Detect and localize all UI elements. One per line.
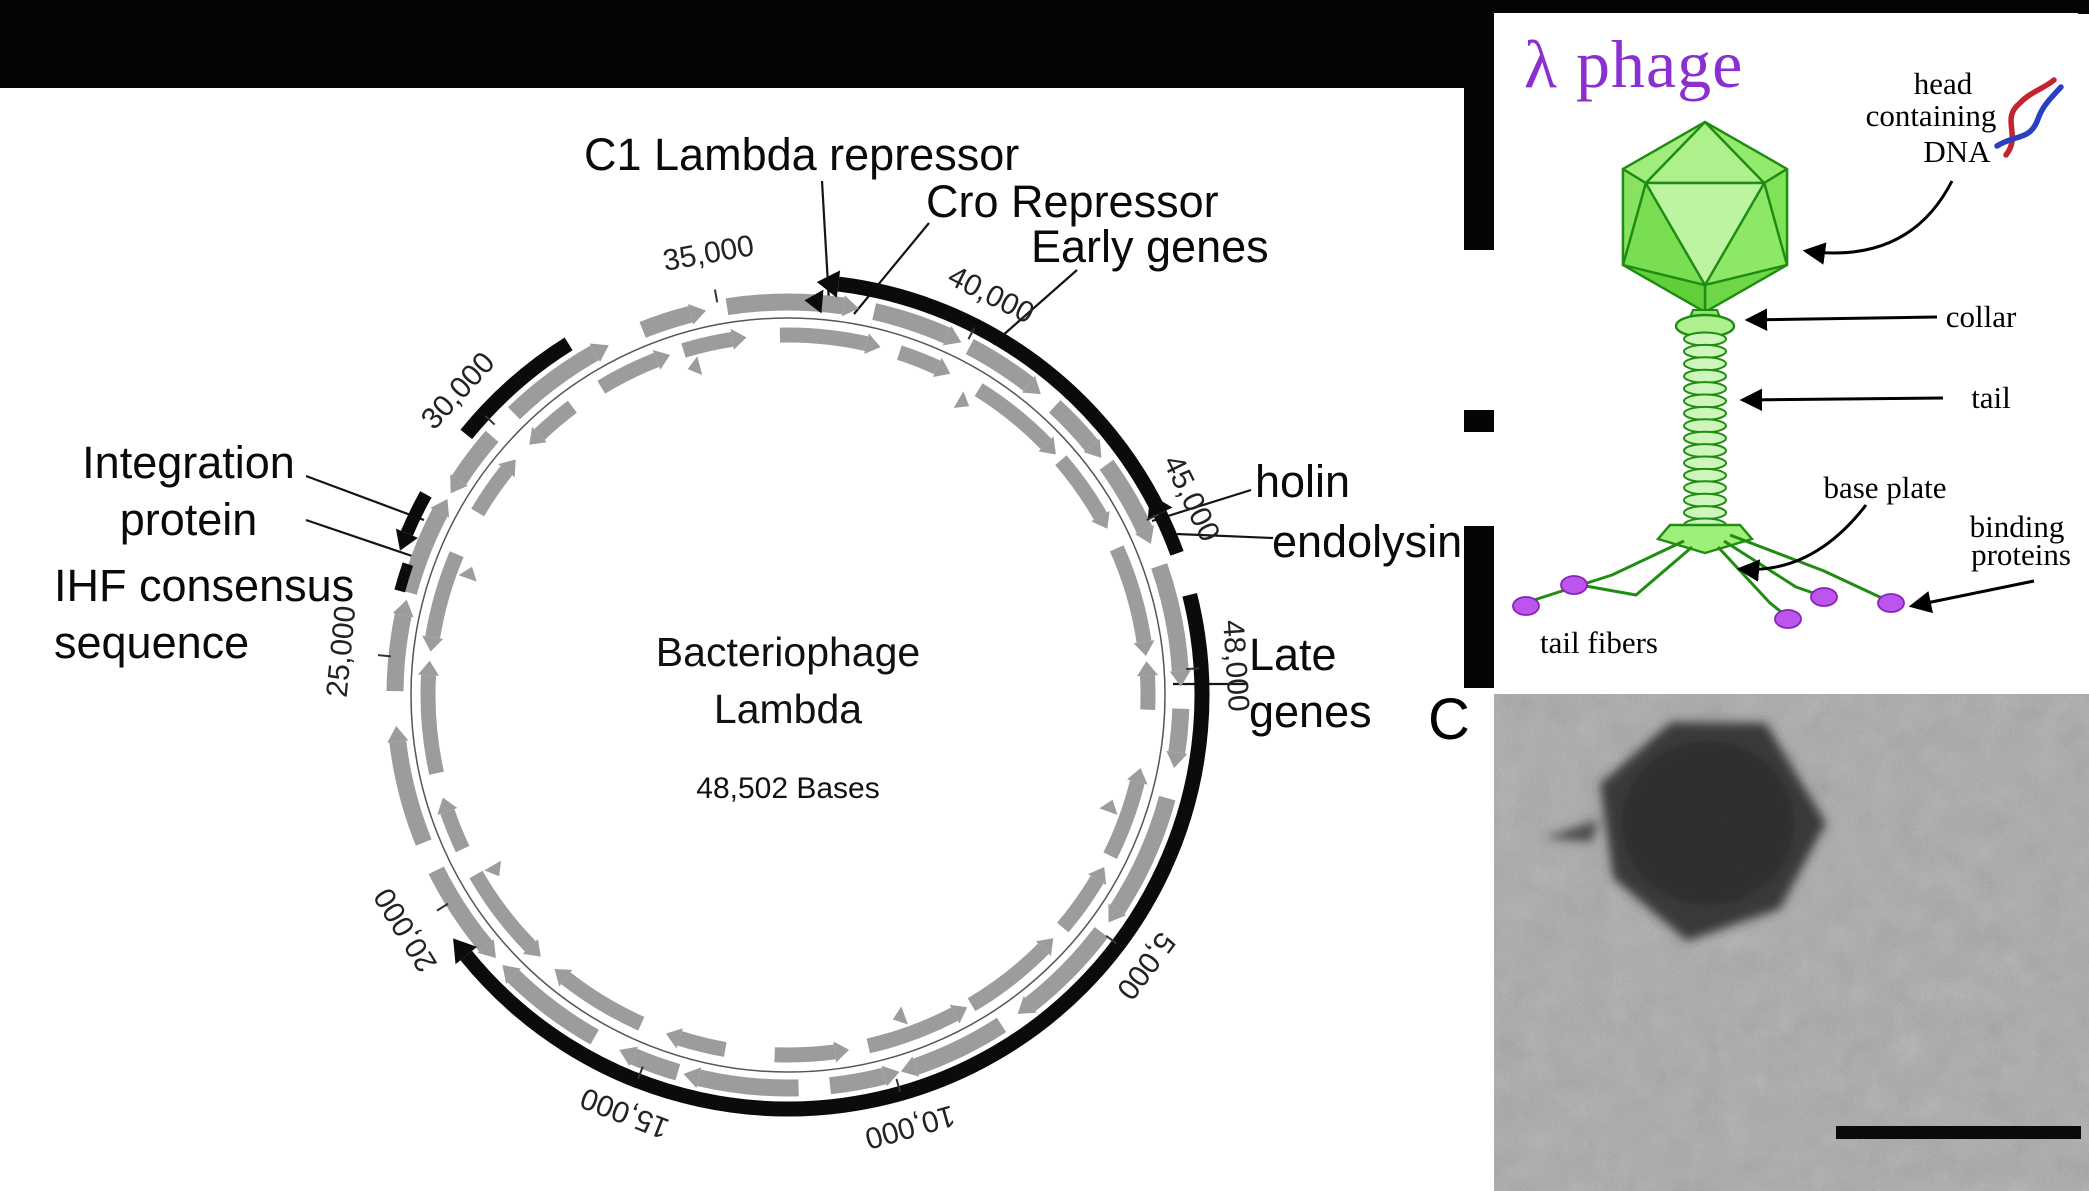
map-center-label: Bacteriophage Lambda 48,502 Bases bbox=[656, 624, 920, 817]
label-c1-lambda-repressor: C1 Lambda repressor bbox=[584, 129, 1020, 180]
base-plate-label: base plate bbox=[1823, 470, 1946, 505]
collar-label: collar bbox=[1946, 299, 2017, 334]
label-late-genes-line1: Late bbox=[1249, 629, 1337, 680]
tail-ring bbox=[1683, 405, 1727, 421]
tail-ring bbox=[1683, 331, 1727, 347]
phage-base-plate bbox=[1655, 523, 1755, 555]
tail-ring bbox=[1683, 418, 1727, 434]
dna-icon bbox=[1994, 77, 2064, 158]
phage-tail-fibers bbox=[1533, 533, 1885, 617]
tail-ring bbox=[1683, 492, 1727, 508]
phage-title: λ phage bbox=[1524, 26, 1744, 102]
label-holin: holin bbox=[1255, 456, 1351, 507]
tail-ring bbox=[1683, 430, 1727, 446]
label-ihf-line1: IHF consensus bbox=[54, 560, 355, 611]
binding-proteins-label-line1: binding bbox=[1970, 509, 2065, 544]
tail-ring bbox=[1683, 455, 1727, 471]
label-late-genes: Late genes bbox=[1249, 626, 1372, 740]
panel-letter-c: C bbox=[1428, 687, 1470, 752]
label-ihf-line2: sequence bbox=[54, 617, 250, 668]
arrow-to-base-plate bbox=[1736, 504, 1868, 582]
map-total-bases: 48,502 Bases bbox=[696, 772, 880, 805]
head-label-line1: head bbox=[1914, 66, 1973, 101]
arrow-to-collar bbox=[1744, 308, 1938, 331]
em-micrograph bbox=[1494, 694, 2089, 1191]
label-cro-repressor: Cro Repressor bbox=[926, 176, 1219, 227]
tick-label-30000: 30,000 bbox=[415, 346, 501, 436]
phage-tail bbox=[1683, 331, 1727, 533]
black-strip-vertical-3 bbox=[1464, 526, 1494, 688]
label-early-genes: Early genes bbox=[1031, 221, 1269, 272]
map-title-line1: Bacteriophage bbox=[655, 629, 921, 675]
label-integration-protein: Integration protein bbox=[76, 434, 301, 548]
head-label-line3: DNA bbox=[1923, 134, 1991, 169]
annotation-pointer-lines bbox=[305, 180, 1274, 686]
top-black-bar bbox=[0, 0, 1464, 88]
tail-ring bbox=[1683, 443, 1727, 459]
scale-bar bbox=[1836, 1126, 2081, 1139]
phage-head bbox=[1621, 120, 1789, 314]
tail-ring bbox=[1683, 368, 1727, 384]
label-endolysin: endolysin bbox=[1272, 516, 1463, 567]
em-micrograph-panel bbox=[1494, 694, 2089, 1191]
arrow-to-head bbox=[1802, 180, 1954, 265]
phage-illustration: head containing DNA collar tail base pla… bbox=[1512, 66, 2071, 660]
genome-map-illustration: 5,00010,00015,00020,00025,00030,00035,00… bbox=[305, 180, 1274, 1155]
head-label-line2: containing bbox=[1866, 98, 1997, 133]
black-strip-vertical-1 bbox=[1464, 0, 1494, 250]
phage-annotation-arrows bbox=[1736, 180, 2035, 614]
tick-label-48000: 48,000 bbox=[1216, 619, 1255, 713]
tick-label-35000: 35,000 bbox=[660, 229, 756, 278]
phage-particle bbox=[1544, 722, 1826, 941]
tail-ring bbox=[1683, 381, 1727, 397]
map-title-line2: Lambda bbox=[713, 686, 863, 732]
phage-particle-tail bbox=[1544, 820, 1598, 842]
label-ihf-consensus: IHF consensus sequence bbox=[54, 557, 354, 671]
label-integration-line2: protein bbox=[119, 494, 258, 545]
tail-fibers-label: tail fibers bbox=[1540, 625, 1658, 660]
tail-ring bbox=[1683, 393, 1727, 409]
top-black-strip-right bbox=[1494, 0, 2089, 14]
tail-ring bbox=[1683, 480, 1727, 496]
tail-label: tail bbox=[1971, 380, 2011, 415]
label-late-genes-line2: genes bbox=[1249, 686, 1372, 737]
binding-protein-blobs bbox=[1512, 575, 1905, 629]
black-strip-vertical-2 bbox=[1464, 410, 1494, 432]
binding-proteins-label-line2: proteins bbox=[1971, 537, 2071, 572]
tick-label-20000: 20,000 bbox=[368, 882, 444, 977]
tail-ring bbox=[1683, 343, 1727, 359]
tail-ring bbox=[1683, 467, 1727, 483]
phage-diagram-panel: head containing DNA collar tail base pla… bbox=[1494, 13, 2078, 678]
arrow-to-binding-proteins bbox=[1908, 579, 2035, 614]
tail-ring bbox=[1683, 356, 1727, 372]
tail-ring bbox=[1683, 505, 1727, 521]
arrow-to-tail bbox=[1739, 388, 1944, 412]
label-integration-line1: Integration bbox=[82, 437, 295, 488]
